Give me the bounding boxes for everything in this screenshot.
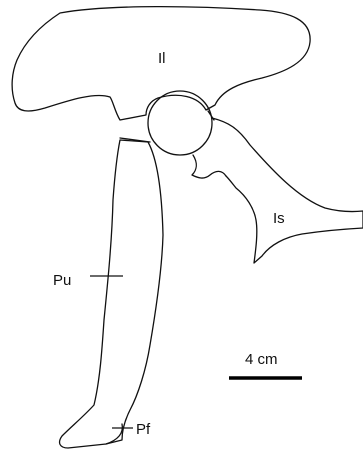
pubis-outline <box>60 140 163 448</box>
acetabular-process-outline <box>192 155 226 178</box>
ischium-outline <box>212 118 363 263</box>
scale-bar-label: 4 cm <box>245 351 278 368</box>
ilium-label: Il <box>158 50 166 67</box>
acetabulum-outline <box>148 91 212 155</box>
pubic-foot-label: Pf <box>136 421 151 438</box>
pubis-label: Pu <box>53 272 71 289</box>
ischium-label: Is <box>273 210 285 227</box>
ilium-ischium-suture <box>208 111 214 120</box>
